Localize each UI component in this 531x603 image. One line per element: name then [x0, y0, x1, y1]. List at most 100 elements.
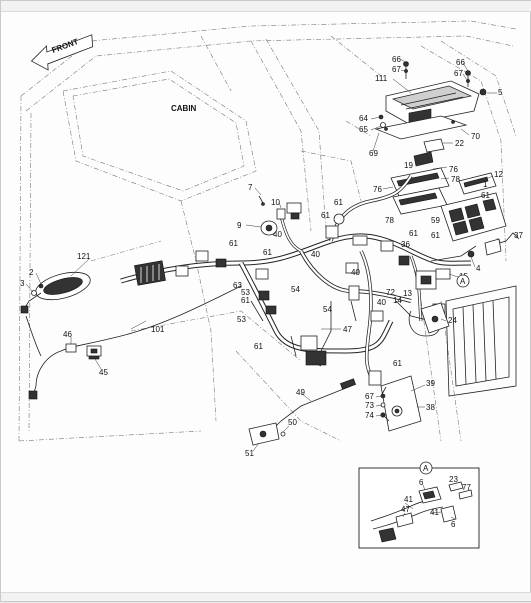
label-7: 7 [248, 183, 253, 192]
label-63: 63 [233, 281, 242, 290]
label-40b: 40 [311, 250, 320, 259]
label-61a: 61 [481, 191, 490, 200]
label-64: 64 [359, 114, 368, 123]
detail-a-marker-inset: A [423, 464, 429, 473]
label-67c: 67 [365, 392, 374, 401]
screw-7 [258, 195, 265, 206]
bracket-70 [374, 114, 468, 140]
label-1: 1 [483, 180, 488, 189]
label-22: 22 [455, 139, 464, 148]
label-66a: 66 [392, 55, 401, 64]
label-111: 111 [375, 74, 388, 83]
label-5: 5 [498, 88, 503, 97]
label-61g: 61 [263, 248, 272, 257]
label-38: 38 [426, 403, 435, 412]
cabin-label: CABIN [171, 104, 197, 113]
label-54a: 54 [291, 285, 300, 294]
inset-label-6a: 6 [419, 478, 424, 487]
antenna-cable-49 [248, 378, 356, 446]
label-3: 3 [20, 279, 25, 288]
label-61c: 61 [321, 211, 330, 220]
label-40c: 40 [351, 268, 360, 277]
front-arrow: FRONT [30, 34, 94, 71]
label-50: 50 [288, 418, 297, 427]
detail-a-callout: A [456, 274, 470, 288]
inset-label-23: 23 [449, 475, 458, 484]
label-61d: 61 [409, 229, 418, 238]
label-61h: 61 [241, 296, 250, 305]
label-72: 72 [386, 288, 395, 297]
detail-a-marker-main: A [460, 277, 466, 286]
fuse-box-59 [440, 172, 507, 242]
label-12: 12 [494, 170, 503, 179]
relay-22 [413, 138, 445, 167]
label-9: 9 [237, 221, 242, 230]
label-76b: 76 [373, 185, 382, 194]
inset-label-6b: 6 [451, 520, 456, 529]
label-61e: 61 [431, 231, 440, 240]
label-70: 70 [471, 132, 480, 141]
label-47: 47 [343, 325, 352, 334]
part-labels: 66 67 66 67 111 5 64 65 70 22 69 19 76 7… [20, 55, 523, 458]
label-101: 101 [151, 325, 165, 334]
inset-label-41a: 41 [404, 495, 413, 504]
label-36: 36 [401, 240, 410, 249]
inset-label-47: 47 [401, 505, 410, 514]
label-40a: 40 [273, 230, 282, 239]
label-67b: 67 [454, 69, 463, 78]
label-65: 65 [359, 125, 368, 134]
label-78a: 78 [451, 175, 460, 184]
label-40d: 40 [377, 298, 386, 307]
label-61b: 61 [334, 198, 343, 207]
inset-label-41b: 41 [430, 508, 439, 517]
switch-24 [420, 302, 450, 334]
right-frame [445, 285, 517, 397]
wire-101 [20, 285, 242, 400]
label-19: 19 [404, 161, 413, 170]
label-61i: 61 [254, 342, 263, 351]
inset-label-77: 77 [462, 483, 471, 492]
block-15 [435, 268, 451, 280]
label-76a: 76 [449, 165, 458, 174]
label-13: 13 [403, 289, 412, 298]
label-69: 69 [369, 149, 378, 158]
label-49: 49 [296, 388, 305, 397]
label-73: 73 [365, 401, 374, 410]
label-2: 2 [29, 268, 34, 277]
label-14: 14 [393, 296, 402, 305]
harness-connectors [134, 202, 446, 386]
label-121: 121 [77, 252, 91, 261]
cabin-outline [18, 20, 517, 442]
bolts-66-67 [403, 61, 487, 96]
label-61f: 61 [229, 239, 238, 248]
label-74: 74 [365, 411, 374, 420]
label-59: 59 [431, 216, 440, 225]
label-78b: 78 [385, 216, 394, 225]
top-strip [1, 1, 531, 12]
label-45: 45 [99, 368, 108, 377]
label-37: 37 [514, 231, 523, 240]
label-54b: 54 [323, 305, 332, 314]
label-4: 4 [476, 264, 481, 273]
label-67a: 67 [392, 65, 401, 74]
label-24: 24 [448, 316, 457, 325]
label-53b: 53 [237, 315, 246, 324]
lamp-121 [31, 271, 91, 301]
label-53a: 53 [241, 288, 250, 297]
detail-a-inset: A 6 23 77 41 47 41 6 [358, 461, 480, 549]
leader-lines [25, 58, 502, 452]
key-37 [467, 232, 520, 258]
connector-45 [86, 345, 102, 357]
label-66b: 66 [456, 58, 465, 67]
label-39: 39 [426, 379, 435, 388]
buzzer-9 [260, 220, 278, 236]
label-51: 51 [245, 449, 254, 458]
label-10: 10 [271, 198, 280, 207]
bracket-38 [380, 375, 422, 432]
connector-10 [276, 208, 286, 220]
bottom-strip [1, 592, 531, 601]
label-46: 46 [63, 330, 72, 339]
label-61j: 61 [393, 359, 402, 368]
